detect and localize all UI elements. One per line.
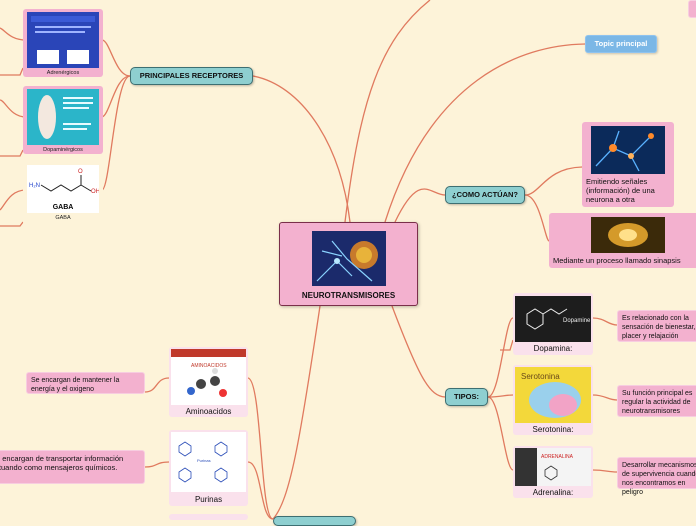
svg-text:AMINOACIDOS: AMINOACIDOS xyxy=(191,363,227,369)
tipo-desc-dopamina[interactable]: Es relacionado con la sensación de biene… xyxy=(617,310,696,342)
svg-text:H₂N: H₂N xyxy=(29,183,40,189)
branch-bottom-partial[interactable] xyxy=(273,516,356,526)
branch-tipos[interactable]: TIPOS: xyxy=(445,388,488,406)
svg-text:OH: OH xyxy=(91,189,99,195)
synapse-image xyxy=(591,217,665,253)
tipo-desc-adrenalina[interactable]: Desarrollar mecanismos de supervivencia … xyxy=(617,457,696,496)
dopamine-molecule-image: Dopamine xyxy=(515,296,591,342)
left-item-aminoacidos[interactable]: AMINOACIDOS Aminoacidos xyxy=(169,347,248,417)
branch-topic-principal[interactable]: Topic principal xyxy=(585,35,657,53)
central-topic[interactable]: NEUROTRANSMISORES xyxy=(279,222,418,306)
left-caption: Aminoacidos xyxy=(185,407,232,416)
actuan-text: Mediante un proceso llamado sinapsis xyxy=(553,256,681,265)
tipo-caption: Dopamina: xyxy=(533,344,573,353)
receptor-adrenergicos[interactable]: Adrenérgicos xyxy=(23,9,103,77)
actuan-item-senales[interactable]: Emitiendo señales (información) de una n… xyxy=(582,122,674,207)
actuan-item-sinapsis[interactable]: Mediante un proceso llamado sinapsis xyxy=(549,213,696,268)
svg-text:Serotonina: Serotonina xyxy=(521,372,560,381)
left-item-purinas[interactable]: Purinas Purinas xyxy=(169,430,248,506)
adrenergic-slide-image xyxy=(27,12,99,68)
gaba-label: GABA xyxy=(52,204,74,211)
partial-card-top-right[interactable] xyxy=(688,0,696,18)
neurons-network-image xyxy=(591,126,665,174)
tipo-caption: Adrenalina: xyxy=(532,488,574,497)
central-title: NEUROTRANSMISORES xyxy=(301,291,396,300)
left-caption: Purinas xyxy=(194,495,223,504)
svg-text:Purinas: Purinas xyxy=(197,458,211,463)
branch-como-actuan[interactable]: ¿COMO ACTÚAN? xyxy=(445,186,525,204)
gaba-molecule-icon: H₂N O OH xyxy=(29,169,100,195)
purine-molecules-image: Purinas xyxy=(171,432,246,492)
tipo-desc-serotonina[interactable]: Su función principal es regular la activ… xyxy=(617,385,696,417)
serotonin-brain-image: Serotonina xyxy=(515,367,591,423)
left-item-partial-bottom[interactable] xyxy=(169,514,248,520)
gaba-molecule-panel: H₂N O OH GABA xyxy=(27,165,100,213)
tipo-adrenalina[interactable]: ADRENALINA Adrenalina: xyxy=(513,446,593,498)
receptor-caption: Dopaminérgicos xyxy=(43,147,83,153)
svg-text:O: O xyxy=(78,169,83,175)
receptor-dopaminergicos[interactable]: Dopaminérgicos xyxy=(23,86,103,154)
left-desc-purinas[interactable]: Se encargan de transportar información a… xyxy=(0,450,145,484)
neuron-brain-image xyxy=(312,231,386,286)
svg-text:Dopamine: Dopamine xyxy=(563,318,591,324)
tipo-serotonina[interactable]: Serotonina Serotonina: xyxy=(513,365,593,435)
receptor-gaba[interactable]: H₂N O OH GABA GABA xyxy=(23,163,103,225)
actuan-text: Emitiendo señales (información) de una n… xyxy=(586,177,655,204)
svg-text:ADRENALINA: ADRENALINA xyxy=(541,454,574,460)
branch-principales-receptores[interactable]: PRINCIPALES RECEPTORES xyxy=(130,67,253,85)
receptor-caption: GABA xyxy=(55,215,71,221)
adrenaline-molecule-image: ADRENALINA xyxy=(515,448,591,486)
tipo-caption: Serotonina: xyxy=(532,425,574,434)
dopaminergic-slide-image xyxy=(27,89,99,145)
left-desc-aminoacidos[interactable]: Se encargan de mantener la energía y el … xyxy=(26,372,145,394)
tipo-dopamina[interactable]: Dopamine Dopamina: xyxy=(513,293,593,355)
receptor-caption: Adrenérgicos xyxy=(46,70,80,76)
aminoacid-molecule-image: AMINOACIDOS xyxy=(171,349,246,405)
